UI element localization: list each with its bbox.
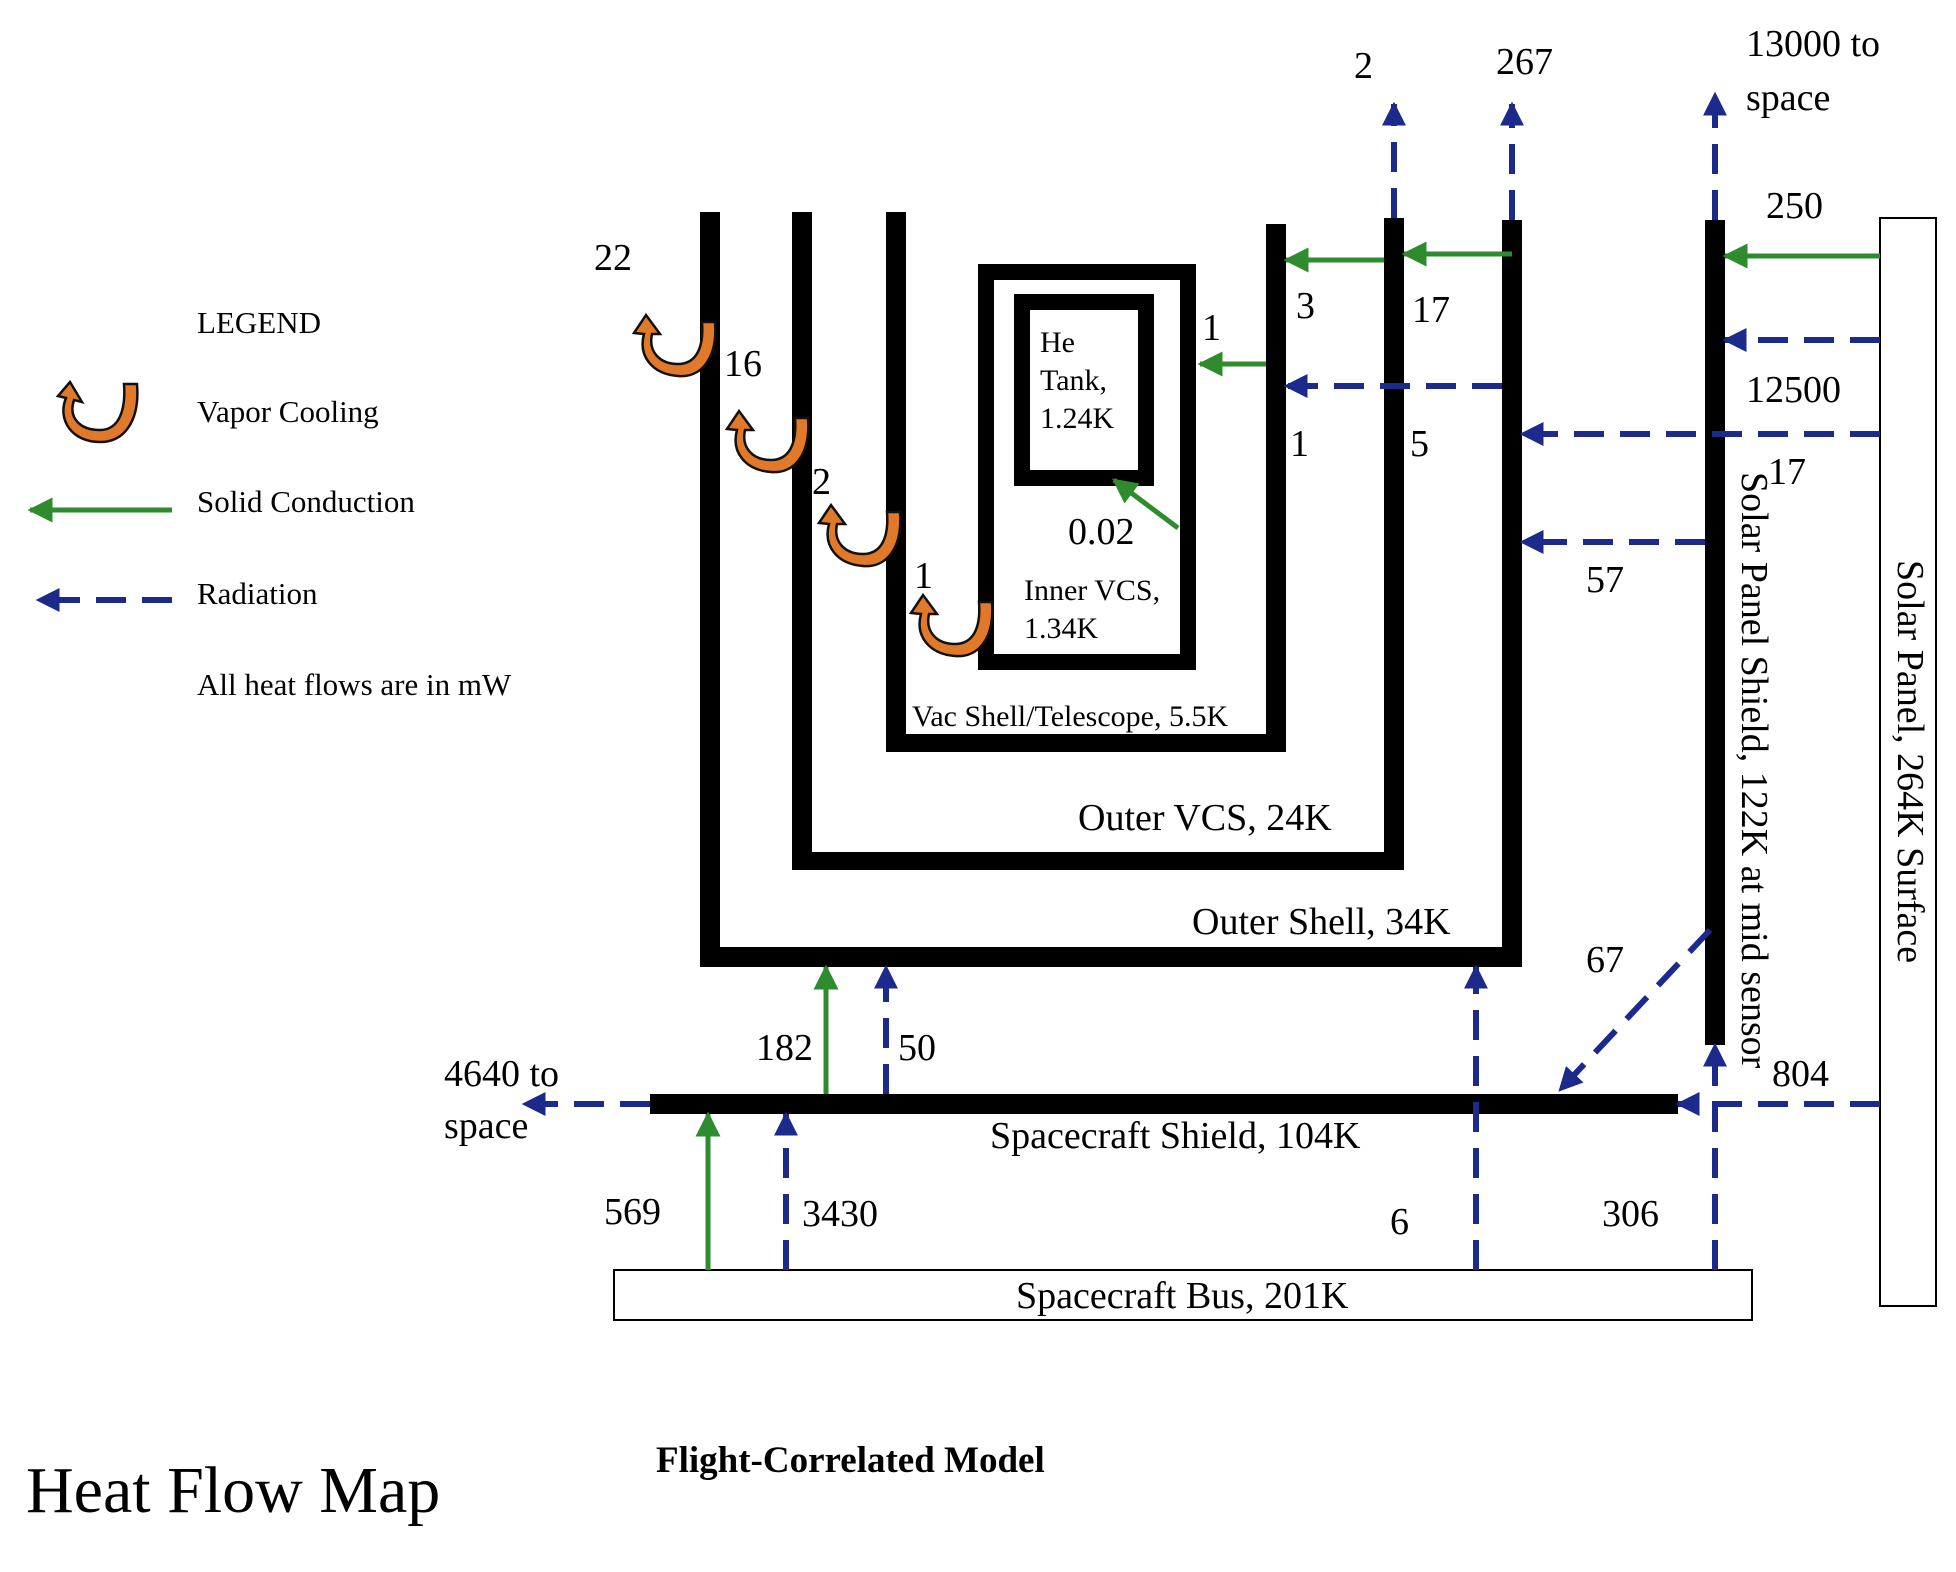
flow-value: 306 [1602, 1193, 1659, 1235]
outer-vcs [792, 212, 1404, 870]
flow-value: space [444, 1105, 528, 1147]
legend-heading: LEGEND [197, 305, 321, 340]
flow-value: 250 [1766, 185, 1823, 227]
spacecraft-bus-label: Spacecraft Bus, 201K [1016, 1275, 1349, 1317]
flow-value: 1 [914, 555, 933, 597]
flow-value: 22 [594, 237, 632, 279]
flow-value: 3 [1296, 285, 1315, 327]
flow-value: 1 [1202, 307, 1221, 349]
outer-vcs-label: Outer VCS, 24K [1078, 797, 1332, 839]
flow-value: 6 [1390, 1201, 1409, 1243]
radiation-arrows [521, 91, 1880, 1270]
flow-value: 569 [604, 1191, 661, 1233]
flow-value: 67 [1586, 939, 1624, 981]
legend: LEGEND Vapor Cooling Solid Conduction Ra… [27, 305, 512, 702]
legend-vapor-cooling: Vapor Cooling [197, 394, 379, 429]
solar-panel-shield [1705, 220, 1725, 1045]
legend-note: All heat flows are in mW [197, 667, 512, 702]
flow-value: 2 [1354, 45, 1373, 87]
flow-labels: 22 16 2 1 0.02 1 3 17 1 5 2 267 13000 to… [444, 23, 1880, 1243]
vapor-cooling-icon [55, 379, 139, 444]
page-subtitle: Flight-Correlated Model [656, 1440, 1045, 1481]
legend-radiation: Radiation [197, 576, 318, 611]
flow-value: 16 [724, 343, 762, 385]
solar-panel-shield-label: Solar Panel Shield, 122K at mid sensor [1733, 472, 1775, 1069]
inner-vcs-label-1: Inner VCS, [1024, 574, 1160, 607]
vapor-cooling-icon [631, 312, 717, 378]
page-title: Heat Flow Map [26, 1454, 440, 1527]
outer-shell [700, 212, 1522, 967]
conduction-arrows [695, 241, 1880, 1270]
flow-value: 3430 [802, 1193, 878, 1235]
vapor-cooling-icon [908, 592, 994, 658]
vac-shell-label: Vac Shell/Telescope, 5.5K [912, 700, 1228, 733]
flow-value: 267 [1496, 41, 1553, 83]
spacecraft-bus [613, 1269, 1753, 1321]
flow-value: 182 [756, 1027, 813, 1069]
flow-value: 5 [1410, 423, 1429, 465]
flow-value: 0.02 [1068, 511, 1135, 553]
radiation-arrow [1557, 927, 1713, 1093]
flow-value: 57 [1586, 559, 1624, 601]
he-tank-label-2: Tank, [1040, 364, 1107, 397]
solar-panel [1879, 217, 1937, 1307]
inner-vcs-label-2: 1.34K [1024, 612, 1099, 645]
flow-value: 4640 to [444, 1053, 559, 1095]
vapor-cooling-icon [724, 408, 810, 474]
spacecraft-shield-label: Spacecraft Shield, 104K [990, 1115, 1361, 1157]
flow-value: 1 [1290, 423, 1309, 465]
solar-panel-label: Solar Panel, 264K Surface [1889, 560, 1931, 963]
spacecraft-shield [650, 1094, 1678, 1114]
vapor-cooling-icon [816, 502, 902, 568]
flow-value: 17 [1412, 289, 1450, 331]
flow-value: 50 [898, 1027, 936, 1069]
flow-value: space [1746, 77, 1830, 119]
vac-shell [886, 212, 1286, 752]
outer-shell-label: Outer Shell, 34K [1192, 901, 1451, 943]
flow-value: 13000 to [1746, 23, 1880, 65]
legend-solid-conduction: Solid Conduction [197, 484, 415, 519]
flow-value: 17 [1768, 451, 1806, 493]
flow-value: 804 [1772, 1053, 1829, 1095]
inner-vcs [978, 264, 1196, 670]
flow-value: 2 [812, 461, 831, 503]
he-tank-label-3: 1.24K [1040, 402, 1115, 435]
conduction-arrow [1112, 478, 1180, 530]
he-tank-label-1: He [1040, 326, 1075, 359]
flow-value: 12500 [1746, 369, 1841, 411]
he-tank [1014, 294, 1154, 486]
